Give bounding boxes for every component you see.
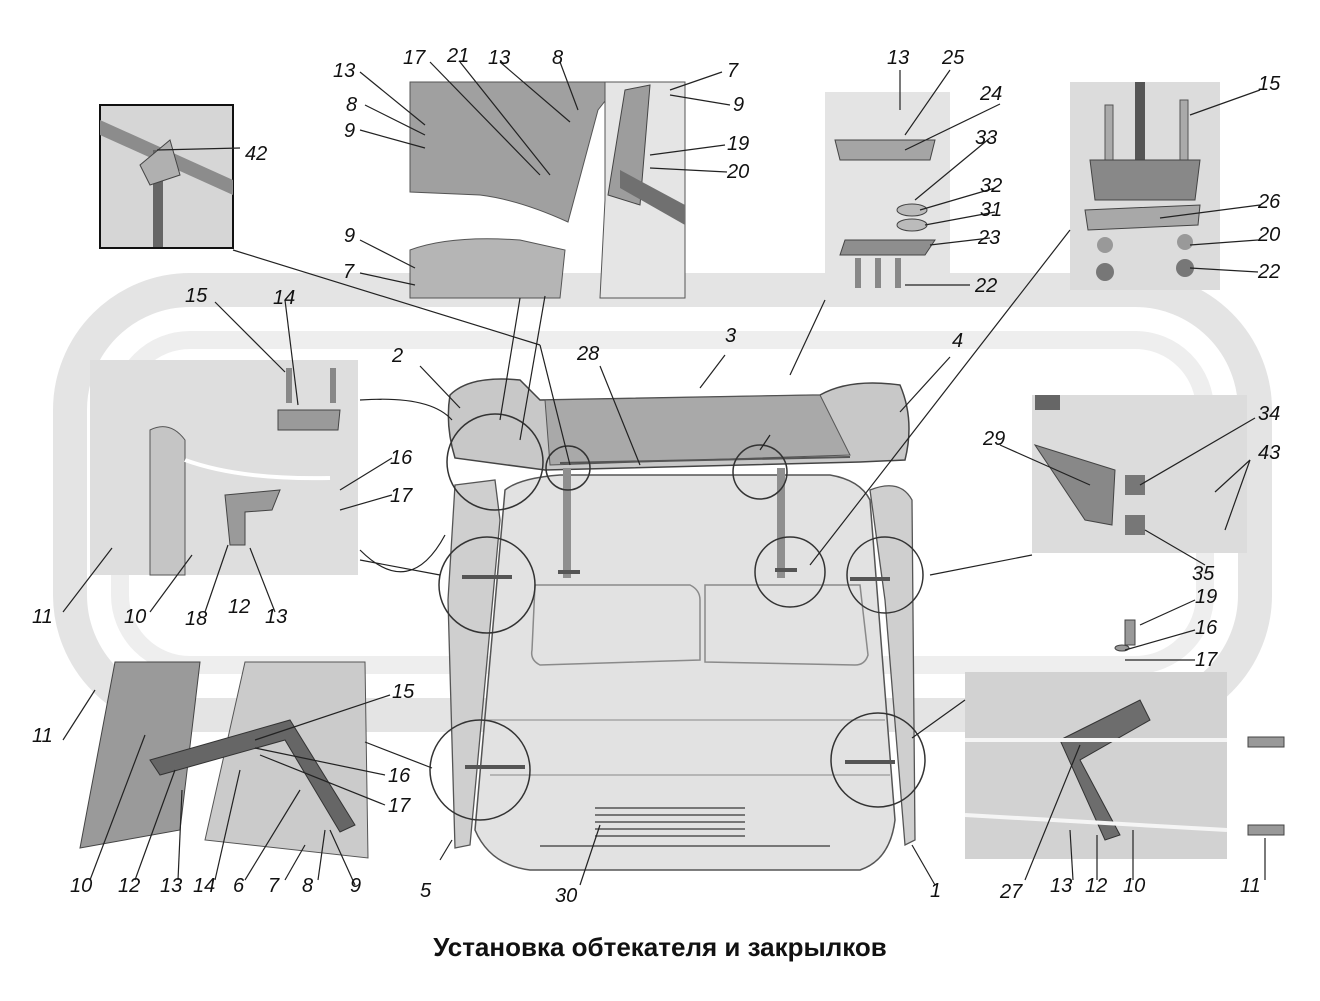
callout-27: 27 (999, 881, 1023, 903)
callout-6: 6 (233, 875, 245, 897)
callout-16c: 16 (388, 765, 411, 787)
right-side-flap (869, 485, 916, 847)
callout-13e: 13 (160, 875, 182, 897)
callout-13d: 13 (265, 606, 287, 628)
callout-32: 32 (980, 175, 1002, 197)
callout-9a: 9 (344, 120, 355, 142)
callout-33: 33 (975, 127, 997, 149)
inset-left-bracket (90, 360, 358, 576)
callout-17c: 17 (1195, 649, 1218, 671)
callout-26: 26 (1257, 191, 1281, 213)
callout-43: 43 (1258, 442, 1280, 464)
callout-4: 4 (952, 330, 963, 352)
callout-8b: 8 (552, 47, 563, 69)
callout-16b: 16 (1195, 617, 1218, 639)
callout-22b: 22 (1257, 261, 1280, 283)
callout-14a: 14 (273, 287, 295, 309)
callout-12a: 12 (228, 596, 250, 618)
inset-bottom-left (79, 661, 369, 859)
inset-bolts-plate (1070, 82, 1220, 290)
callout-7a: 7 (727, 60, 739, 82)
callout-9d: 9 (350, 875, 361, 897)
callout-11c: 11 (1240, 875, 1261, 897)
callout-19b: 19 (1195, 586, 1217, 608)
callout-18: 18 (185, 608, 207, 630)
callout-17b: 17 (390, 485, 413, 507)
callout-7b: 7 (343, 261, 355, 283)
callout-8c: 8 (302, 875, 313, 897)
callout-7c: 7 (268, 875, 280, 897)
callout-25: 25 (941, 47, 965, 69)
callout-20a: 20 (726, 161, 749, 183)
callout-35: 35 (1192, 563, 1215, 585)
callout-17d: 17 (388, 795, 411, 817)
inset-right-bracket (1032, 395, 1247, 553)
callout-2: 2 (391, 345, 403, 367)
callout-11a: 11 (32, 606, 53, 628)
leader-lines (62, 61, 1266, 886)
callout-21: 21 (446, 45, 469, 67)
callout-22a: 22 (974, 275, 997, 297)
inset-bottom-right (964, 672, 1228, 859)
callout-42: 42 (245, 143, 267, 165)
diagram-caption: Установка обтекателя и закрылков (433, 932, 887, 962)
grille (540, 807, 830, 847)
callout-13a: 13 (333, 60, 355, 82)
callout-10c: 10 (1123, 875, 1145, 897)
callout-13f: 13 (1050, 875, 1072, 897)
callout-14b: 14 (193, 875, 215, 897)
callout-13b: 13 (488, 47, 510, 69)
callout-29: 29 (982, 428, 1005, 450)
callout-15a: 15 (185, 285, 208, 307)
inset-42 (99, 104, 234, 249)
callout-12b: 12 (118, 875, 140, 897)
callout-31: 31 (980, 199, 1002, 221)
callout-16a: 16 (390, 447, 413, 469)
callout-19a: 19 (727, 133, 749, 155)
cab-rear-view (429, 378, 926, 871)
callout-3: 3 (725, 325, 736, 347)
callout-labels: 1 2 3 4 5 6 7 7 7 8 8 8 9 9 9 9 10 10 10… (32, 45, 1281, 907)
inset-top-deflector (409, 81, 686, 299)
callout-10b: 10 (70, 875, 92, 897)
callout-23: 23 (977, 227, 1000, 249)
callout-28: 28 (576, 343, 599, 365)
callout-11b: 11 (32, 725, 53, 747)
callout-17a: 17 (403, 47, 426, 69)
callout-1: 1 (930, 880, 941, 902)
callout-5: 5 (420, 880, 432, 902)
inset-bracket-plates (825, 92, 950, 297)
callout-20b: 20 (1257, 224, 1280, 246)
callout-15b: 15 (1258, 73, 1281, 95)
callout-12c: 12 (1085, 875, 1107, 897)
loose-bolts (1114, 619, 1285, 836)
callout-13c: 13 (887, 47, 909, 69)
callout-8a: 8 (346, 94, 357, 116)
callout-30: 30 (555, 885, 577, 907)
callout-15c: 15 (392, 681, 415, 703)
callout-9c: 9 (344, 225, 355, 247)
callout-10a: 10 (124, 606, 146, 628)
left-side-flap (447, 479, 501, 849)
callout-34: 34 (1258, 403, 1280, 425)
callout-24: 24 (979, 83, 1002, 105)
callout-9b: 9 (733, 94, 744, 116)
